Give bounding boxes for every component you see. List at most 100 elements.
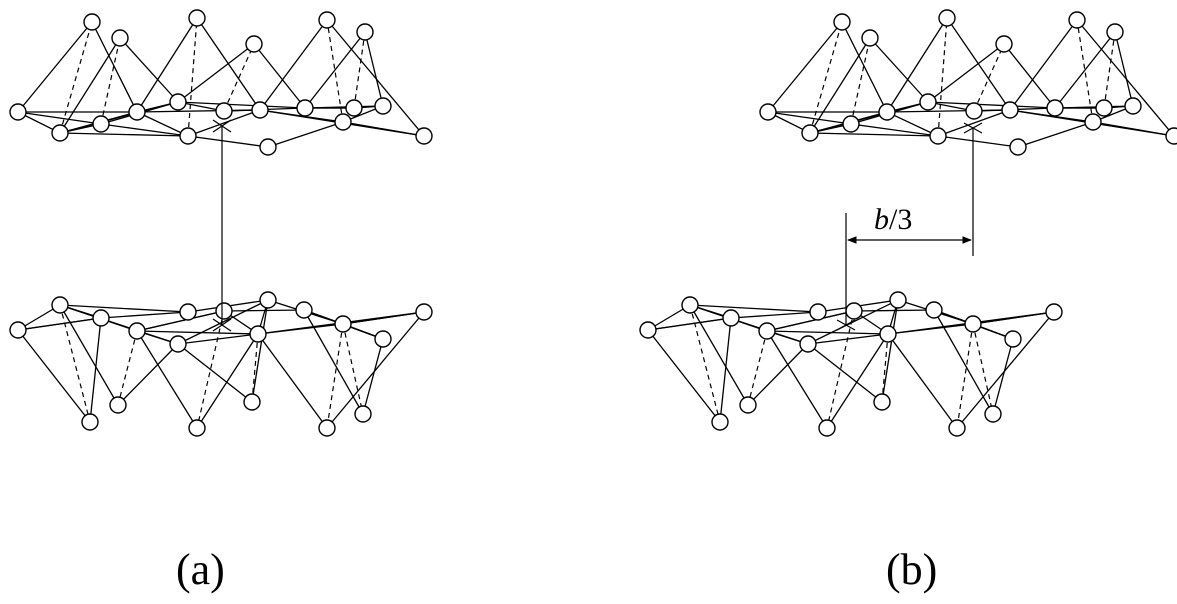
panel-a-lower-oxygen-atom: [81, 413, 99, 431]
panel-b-upper-tetrahedron-edge: [767, 21, 843, 113]
panel-a-upper-tetrahedron-edge: [326, 19, 425, 137]
panel-b-upper-oxygen-atom: [919, 93, 937, 111]
panel-b-lower-tetrahedron-edge: [972, 311, 1055, 325]
panel-b-label: (b): [886, 545, 938, 594]
panel-b-lower-oxygen-atom: [818, 419, 836, 437]
panel-b-upper-oxygen-atom: [929, 127, 947, 145]
panel-a-label: (a): [176, 545, 225, 594]
panel-a-lower-tetrahedron-edge: [196, 333, 259, 429]
panel-a-lower-hidden-edge: [196, 310, 225, 429]
panel-b-upper-tetrahedron-edge: [1076, 19, 1175, 137]
panel-b-upper-oxygen-atom: [801, 124, 819, 142]
panel-a-upper-tetrahedron-edge: [259, 19, 328, 111]
panel-a-lower-oxygen-atom: [179, 303, 197, 321]
panel-b-lower-tetrahedron-edge: [719, 317, 732, 423]
panel-b-upper-tetrahedron-edge: [1003, 43, 1056, 109]
panel-b-lower-tetrahedron-edge: [956, 311, 1055, 429]
panel-a-upper-tetrahedron-edge: [91, 21, 138, 113]
panel-b-lower-oxygen-atom: [722, 309, 740, 327]
panel-b-upper-oxygen-atom: [1084, 113, 1102, 131]
panel-a-upper-tetrahedron-edge: [304, 31, 366, 109]
panel-b-lower-tetrahedron-edge: [747, 343, 809, 406]
panel-b-stacking: b/3: [639, 9, 1177, 437]
panel-a-lower-oxygen-atom: [243, 393, 261, 411]
panel-a-lower-oxygen-atom: [415, 303, 433, 321]
panel-a-upper-oxygen-atom: [318, 11, 336, 29]
panel-a-upper-tetrahedron-edge: [364, 31, 384, 107]
panel-a-lower-tetrahedron-edge: [177, 299, 269, 345]
panel-b-lower-bond: [730, 311, 819, 319]
panel-a-upper-oxygen-atom: [296, 99, 314, 117]
panel-b-upper-tetrahedron-edge: [1114, 31, 1134, 107]
panel-a-upper-tetrahedron-edge: [259, 109, 344, 123]
panel-b-lower-oxygen-atom: [739, 396, 757, 414]
panel-b-lower-tetrahedron-edge: [766, 330, 828, 429]
panel-b-lower-oxygen-atom: [1004, 330, 1022, 348]
panel-b-lower-hidden-edge: [972, 323, 994, 415]
panel-b-lower-oxygen-atom: [948, 419, 966, 437]
panel-b-lower-oxygen-atom: [711, 413, 729, 431]
panel-b-upper-center-mark: [963, 122, 983, 134]
panel-a-upper-hidden-edge: [100, 37, 121, 125]
panel-a-lower-tetrahedron-edge: [136, 330, 259, 335]
panel-a-upper-hidden-edge: [353, 31, 366, 109]
panel-a-upper-tetrahedron-edge: [177, 43, 255, 103]
panel-b-upper-tetrahedral-sheet: [759, 9, 1177, 156]
panel-b-lower-oxygen-atom: [809, 303, 827, 321]
panel-b-lower-tetrahedron-edge: [766, 310, 855, 332]
panel-a-upper-oxygen-atom: [259, 138, 277, 156]
panel-b-upper-tetrahedron-edge: [927, 101, 1056, 109]
panel-a-lower-tetrahedron-edge: [89, 317, 102, 423]
panel-a-upper-tetrahedron-edge: [136, 111, 189, 137]
panel-b-upper-hidden-edge: [809, 21, 843, 134]
panel-a-lower-tetrahedron-edge: [326, 311, 425, 429]
panel-a-lower-oxygen-atom: [295, 301, 313, 319]
panel-b-lower-hidden-edge: [881, 333, 889, 403]
panel-a-lower-tetrahedron-edge: [117, 343, 179, 406]
panel-a-lower-oxygen-atom: [188, 419, 206, 437]
panel-a-upper-tetrahedron-edge: [59, 37, 121, 134]
panel-a-upper-bond: [267, 121, 344, 148]
panel-a-upper-hidden-edge: [187, 17, 198, 137]
panel-b-lower-oxygen-atom: [681, 296, 699, 314]
panel-b-lower-oxygen-atom: [639, 321, 657, 339]
panel-b-lower-tetrahedron-edge: [826, 333, 889, 429]
panel-b-lower-tetrahedron-edge: [807, 333, 889, 345]
panel-b-lower-tetrahedron-edge: [766, 330, 889, 335]
panel-a-lower-tetrahedron-edge: [257, 333, 328, 429]
panel-b-lower-hidden-edge: [826, 310, 855, 429]
panel-a-upper-bond: [100, 123, 189, 137]
panel-b-upper-oxygen-atom: [995, 35, 1013, 53]
panel-a-upper-oxygen-atom: [251, 101, 269, 119]
panel-a-lower-tetrahedron-edge: [177, 343, 253, 403]
offset-label: b/3: [874, 203, 912, 236]
panel-a-lower-oxygen-atom: [51, 296, 69, 314]
panel-b-lower-tetrahedron-edge: [689, 304, 749, 406]
panel-a-lower-tetrahedron-edge: [177, 333, 259, 345]
panel-a-lower-tetrahedron-edge: [136, 310, 225, 332]
panel-a-upper-tetrahedron-edge: [177, 101, 306, 109]
panel-a-upper-tetrahedral-sheet: [9, 9, 433, 156]
panel-a-upper-hidden-edge: [223, 43, 255, 112]
panel-a-lower-tetrahedron-edge: [136, 330, 198, 429]
panel-a-lower-tetrahedron-edge: [342, 311, 425, 325]
panel-a-upper-tetrahedron-edge: [17, 21, 93, 113]
panel-b-lower-oxygen-atom: [984, 405, 1002, 423]
panel-b-upper-oxygen-atom: [1009, 138, 1027, 156]
panel-b-lower-oxygen-atom: [845, 302, 863, 320]
panel-b-lower-oxygen-atom: [1045, 303, 1063, 321]
panel-b-upper-tetrahedron-edge: [869, 37, 929, 103]
panel-a-upper-tetrahedron-edge: [342, 121, 425, 137]
panel-a-lower-hidden-edge: [342, 323, 364, 415]
panel-b-lower-tetrahedron-edge: [807, 343, 883, 403]
panel-b-upper-tetrahedron-edge: [1009, 109, 1094, 123]
panel-a-lower-oxygen-atom: [334, 315, 352, 333]
panel-b-lower-tetrahedron-edge: [807, 299, 899, 345]
panel-b-upper-oxygen-atom: [833, 13, 851, 31]
panel-b-upper-hidden-edge: [1103, 31, 1116, 109]
panel-a-lower-bond: [59, 304, 189, 313]
panel-b-upper-oxygen-atom: [861, 29, 879, 47]
panel-a-upper-tetrahedron-edge: [187, 109, 261, 137]
panel-b-upper-bond: [850, 123, 939, 137]
panel-b-lower-oxygen-atom: [889, 291, 907, 309]
